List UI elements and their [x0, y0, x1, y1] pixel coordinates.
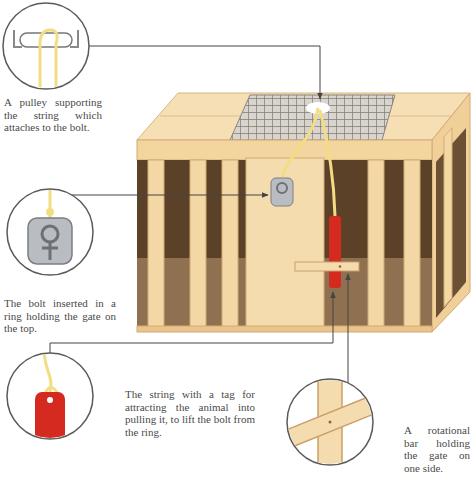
- bar-pivot: [329, 421, 332, 424]
- slat: [190, 160, 206, 328]
- pulley-bracket: [14, 30, 78, 47]
- slat: [222, 160, 238, 328]
- caption: The string with a tag for attracting the…: [125, 388, 255, 438]
- trap-side: [432, 93, 470, 332]
- callout: The string with a tag for attracting the…: [4, 350, 255, 442]
- leader-line: [89, 46, 320, 99]
- callout-detail: [14, 30, 78, 92]
- red-tag: [329, 216, 341, 288]
- rotational-bar: [295, 262, 359, 271]
- leader-line: [72, 195, 268, 196]
- caption: A rotational bar holding the gate on one…: [404, 424, 470, 474]
- string: [40, 30, 57, 92]
- bolt-plate: [28, 218, 72, 264]
- callout: The bolt inserted in a ring holding the …: [4, 186, 116, 335]
- callout-detail: [284, 376, 376, 468]
- slat: [404, 160, 420, 328]
- base-board: [137, 326, 432, 332]
- side-slat: [444, 128, 452, 307]
- gate: [246, 158, 324, 328]
- tag-hole: [47, 397, 53, 403]
- bolt-pin: [42, 242, 58, 260]
- callout: A pulley supporting the string which att…: [0, 0, 102, 134]
- slat: [148, 160, 164, 328]
- slat: [368, 160, 384, 328]
- bolt-ring: [277, 183, 287, 193]
- callout-circle: [4, 350, 96, 442]
- front-band: [137, 140, 432, 160]
- string-knot: [46, 208, 54, 216]
- callout-detail: [28, 186, 72, 264]
- top-mesh: [230, 95, 395, 140]
- rotational-bar: [284, 393, 376, 452]
- side-interior: [436, 128, 466, 318]
- leader-line: [348, 274, 349, 383]
- string: [320, 110, 335, 216]
- pulley-roller: [20, 33, 72, 47]
- callout-circle: [284, 376, 376, 468]
- bolt-ring: [42, 226, 58, 242]
- caption: The bolt inserted in a ring holding the …: [4, 297, 116, 335]
- string: [282, 108, 318, 178]
- bolt-plate: [271, 178, 293, 206]
- callout-circle: [0, 0, 92, 92]
- bar-pivot: [339, 265, 342, 268]
- caption: A pulley supporting the string which att…: [4, 96, 102, 134]
- callout-circle: [3, 3, 89, 89]
- red-tag: [35, 392, 65, 442]
- callout: A rotational bar holding the gate on one…: [284, 376, 470, 474]
- callout-circle: [4, 186, 96, 278]
- trap-top: [137, 93, 470, 140]
- callout-detail: [35, 350, 65, 442]
- string: [44, 350, 51, 392]
